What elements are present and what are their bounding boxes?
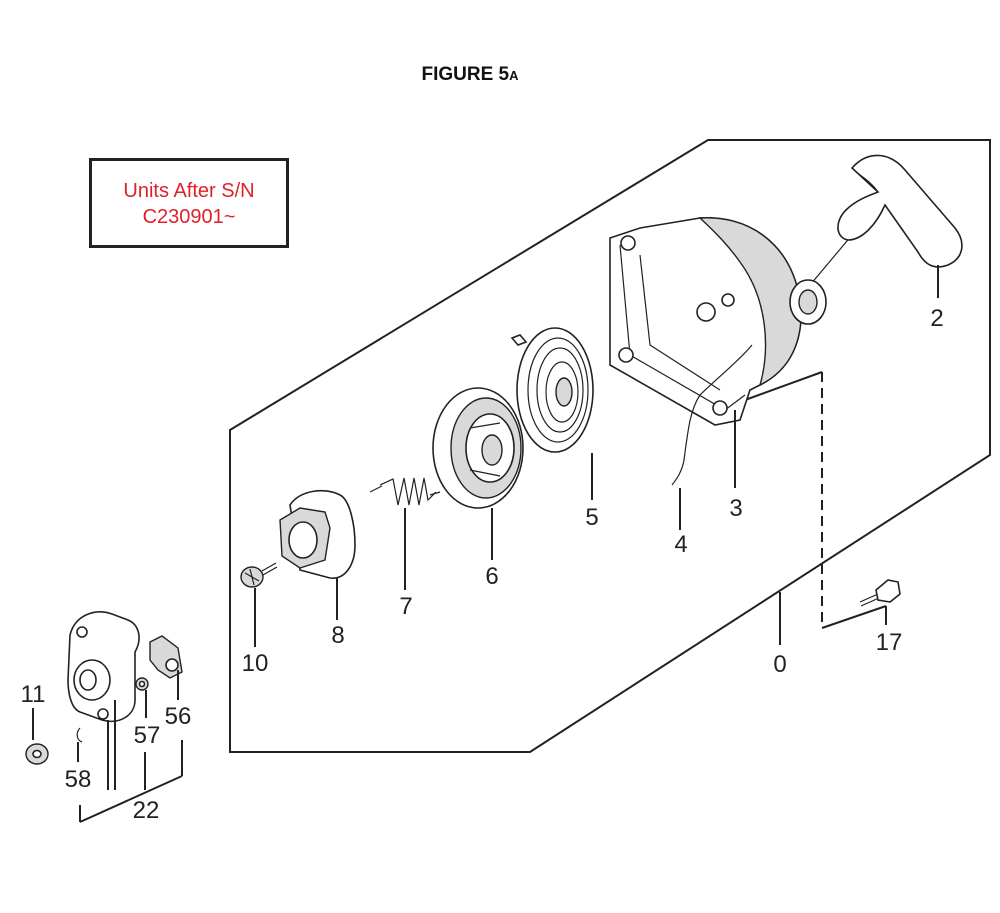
serial-note-box: Units After S/N C230901~	[89, 158, 289, 248]
callout-17: 17	[876, 629, 903, 656]
starter-handle	[799, 154, 963, 298]
callout-10: 10	[242, 650, 269, 677]
figure-title-main: FIGURE 5	[421, 64, 510, 85]
callout-22: 22	[133, 797, 160, 824]
washer-11	[25, 743, 49, 765]
callout-3: 3	[729, 495, 742, 522]
plate-subassembly	[67, 611, 183, 743]
callout-2: 2	[930, 305, 943, 332]
starter-rope	[671, 344, 753, 486]
screw-10	[240, 562, 278, 588]
callout-6: 6	[485, 563, 498, 590]
callout-58: 58	[65, 766, 92, 793]
figure-title-suffix: A	[509, 68, 519, 83]
callout-5: 5	[585, 504, 598, 531]
callout-7: 7	[399, 593, 412, 620]
callout-0: 0	[773, 651, 786, 678]
serial-note-line2: C230901~	[142, 206, 236, 228]
callout-4: 4	[674, 531, 687, 558]
starter-housing	[609, 217, 827, 426]
figure-title: FIGURE 5A	[0, 64, 940, 86]
callout-8: 8	[331, 622, 344, 649]
callout-56: 56	[165, 703, 192, 730]
leader-17-bracket	[744, 371, 887, 629]
rope-reel	[432, 387, 524, 509]
ratchet-pawl	[279, 489, 356, 579]
callout-57: 57	[134, 722, 161, 749]
leader-22-bracket	[79, 700, 183, 823]
assembly-outline	[229, 139, 991, 753]
callout-11: 11	[21, 681, 46, 708]
ratchet-spring	[369, 477, 441, 506]
serial-note-line1: Units After S/N	[123, 180, 255, 202]
bolt-17	[859, 579, 901, 607]
recoil-spring	[510, 327, 594, 453]
